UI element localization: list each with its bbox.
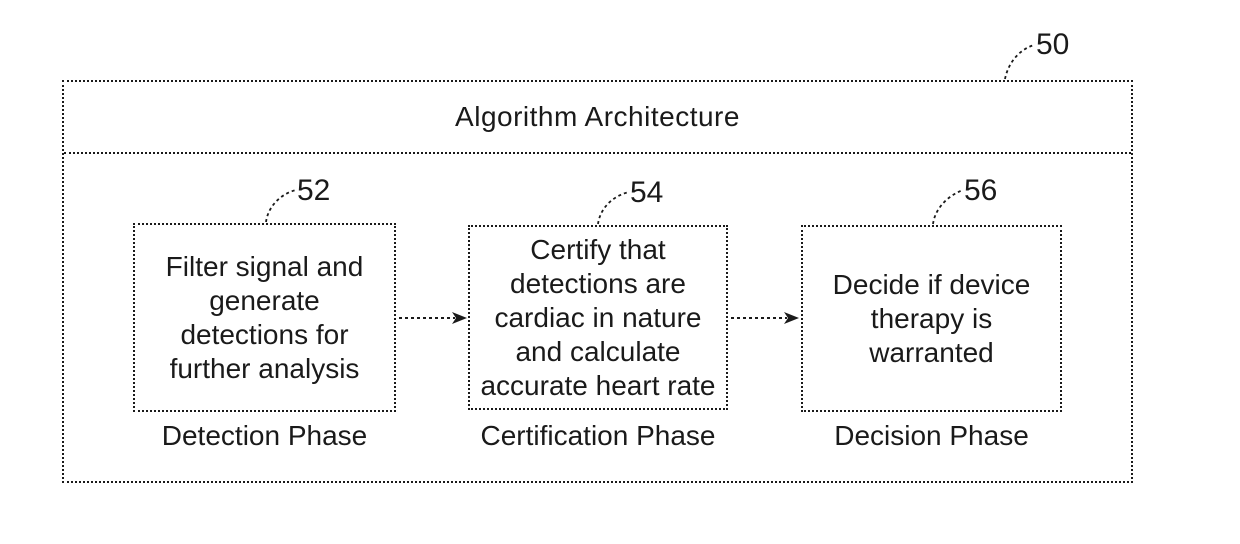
ref-label-50: 50 [1036, 28, 1070, 61]
detection-phase-box: Filter signal and generate detections fo… [133, 223, 396, 412]
detection-box-line: detections for [180, 318, 349, 350]
certification-box-line: and calculate [515, 335, 681, 367]
certification-phase-box: Certify that detections are cardiac in n… [468, 225, 728, 410]
decision-box-line: therapy is [870, 302, 993, 334]
decision-box-line: warranted [869, 336, 994, 368]
certification-box-line: cardiac in nature [494, 301, 702, 333]
detection-box-line: generate [209, 284, 320, 316]
ref-label-54: 54 [630, 176, 664, 209]
figure-title: Algorithm Architecture [64, 82, 1131, 154]
decision-phase-box: Decide if device therapy is warranted [801, 225, 1062, 412]
decision-phase-caption: Decision Phase [834, 420, 1029, 451]
certification-phase-caption: Certification Phase [480, 420, 716, 451]
detection-box-line: further analysis [169, 352, 360, 384]
ref-label-56: 56 [964, 174, 998, 207]
ref-label-52: 52 [297, 174, 331, 207]
certification-box-line: detections are [510, 267, 686, 299]
leader-line-50 [1004, 44, 1035, 80]
detection-box-line: Filter signal and [165, 250, 364, 282]
certification-box-line: Certify that [530, 233, 666, 265]
detection-phase-caption: Detection Phase [161, 420, 368, 451]
algorithm-architecture-container: Algorithm Architecture [62, 80, 1133, 483]
decision-box-line: Decide if device [832, 268, 1031, 300]
certification-box-line: accurate heart rate [480, 369, 716, 401]
